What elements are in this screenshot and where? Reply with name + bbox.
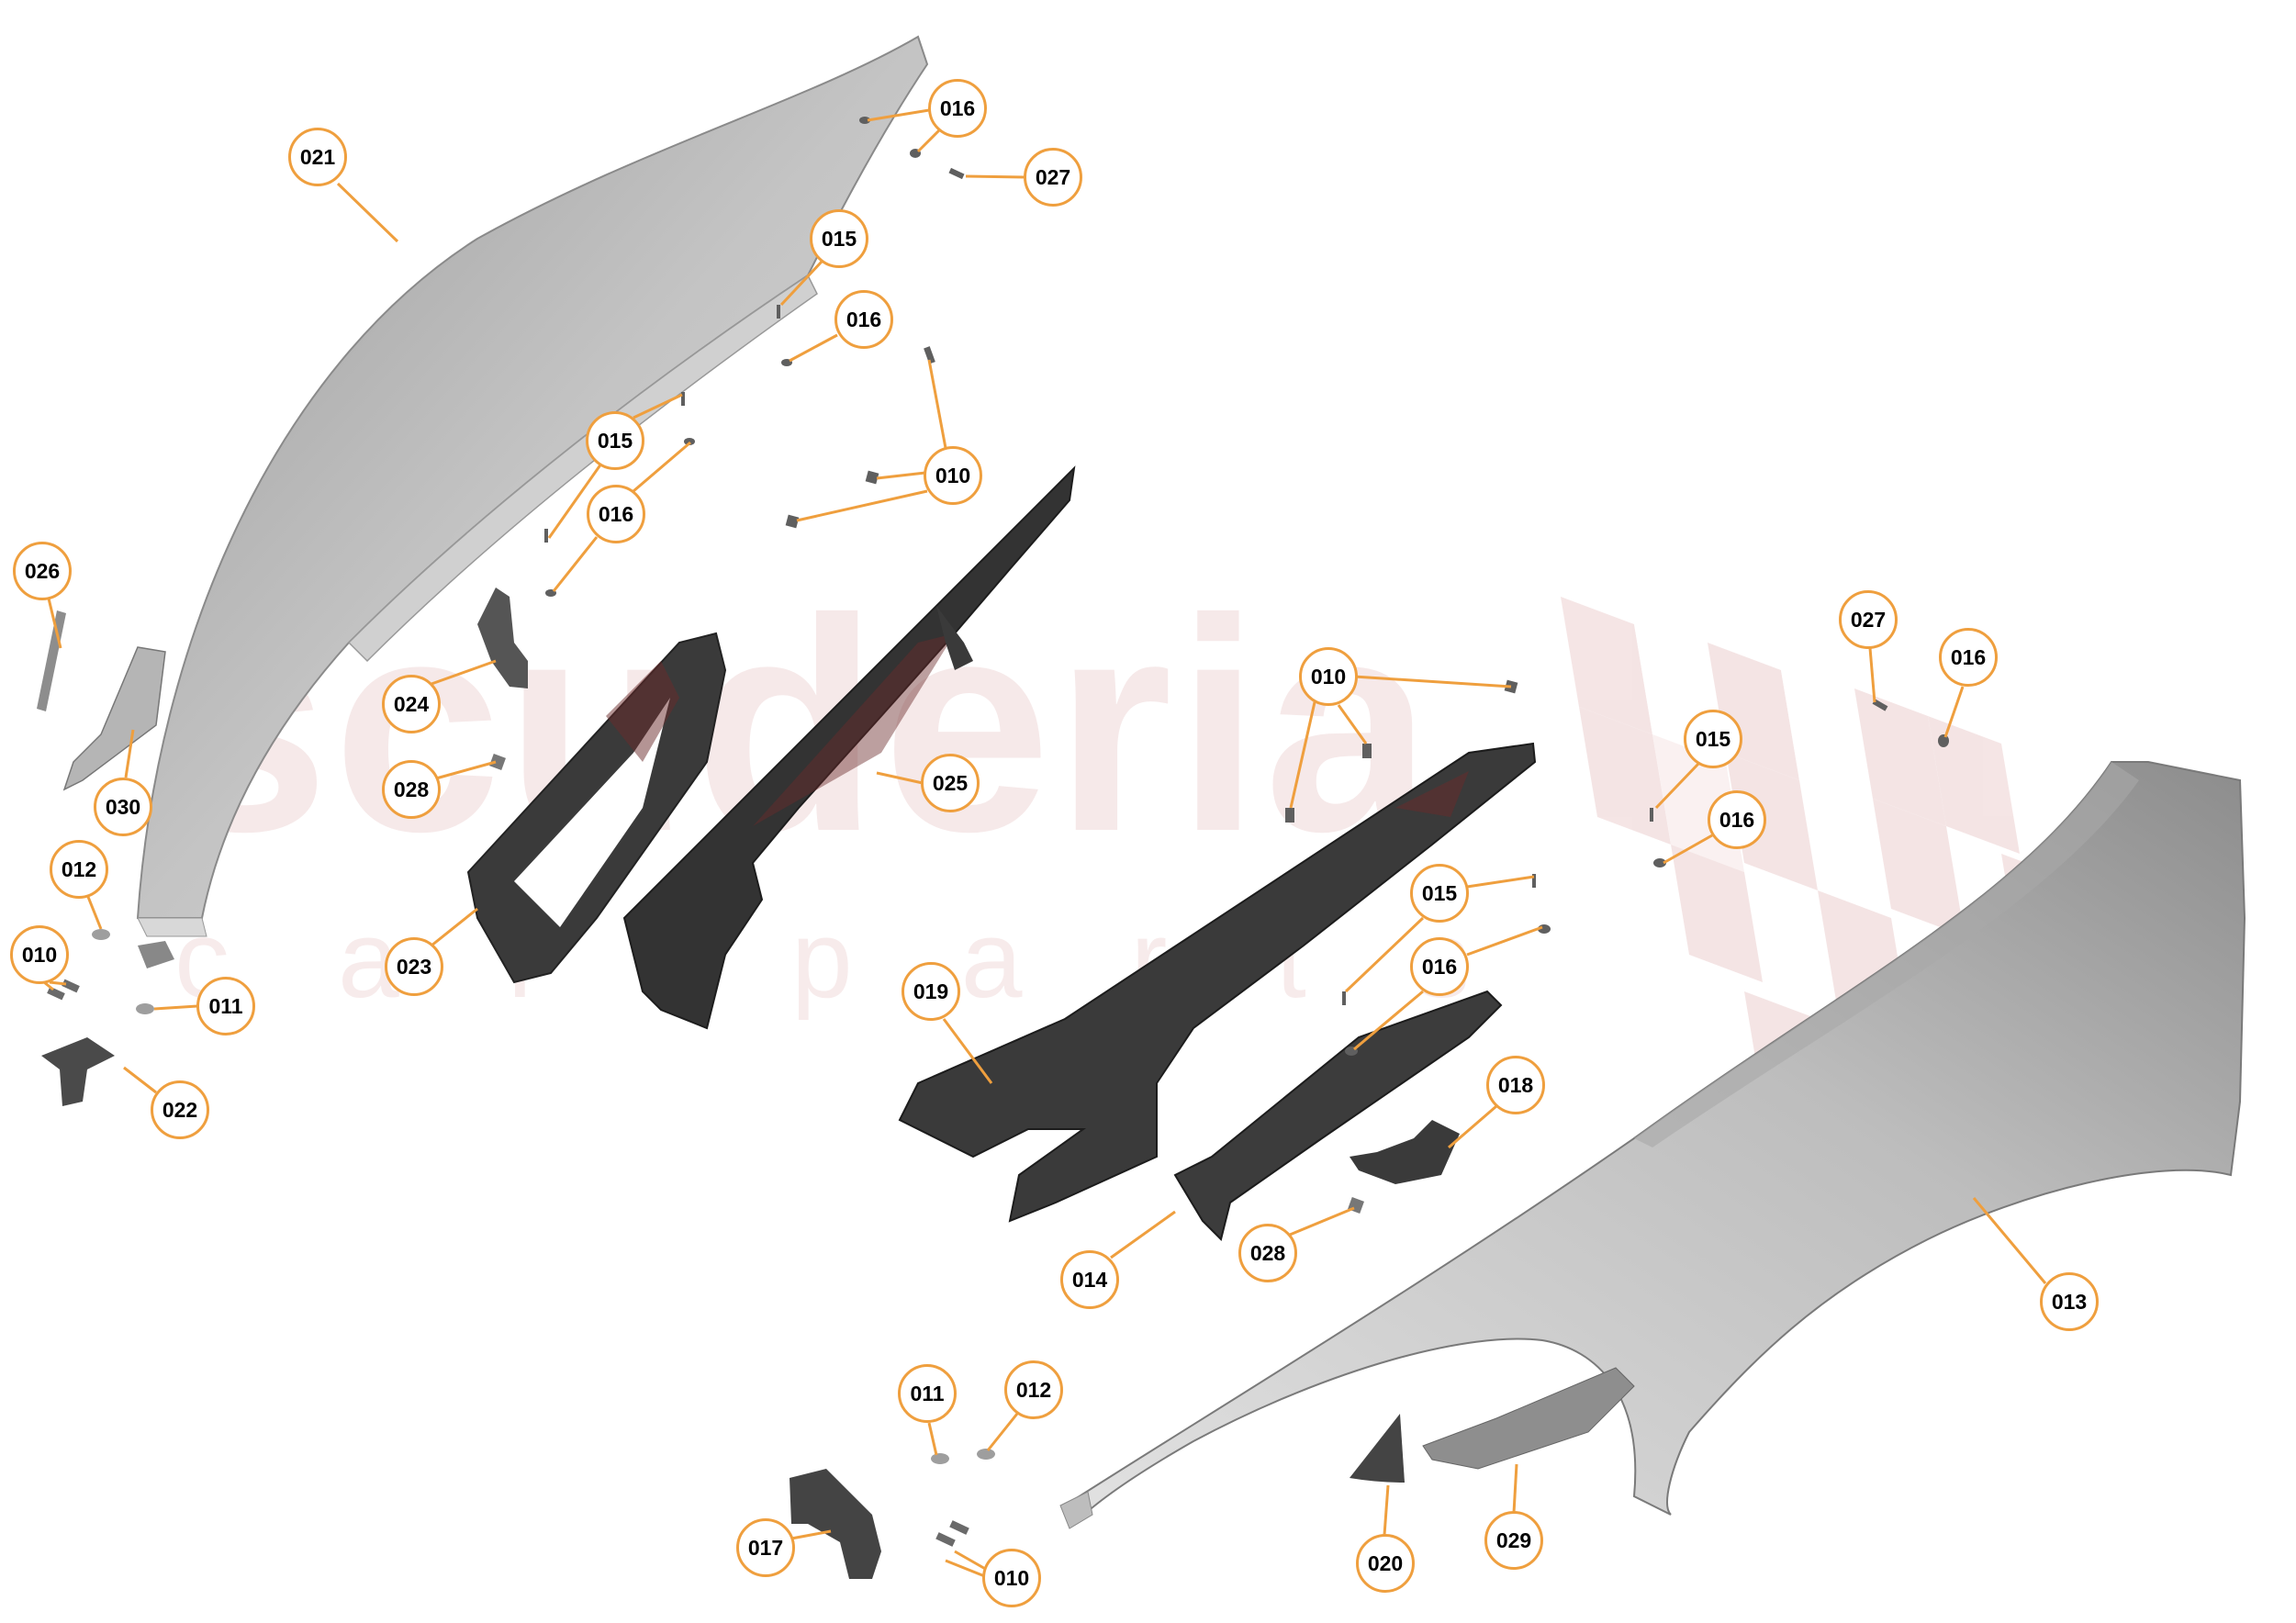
right-support-rail	[898, 742, 1537, 1223]
callout-025[interactable]: 025	[921, 754, 980, 812]
callout-020[interactable]: 020	[1356, 1534, 1415, 1593]
callout-016[interactable]: 016	[1939, 628, 1998, 687]
left-support-rail	[622, 465, 1076, 1030]
callout-011[interactable]: 011	[196, 977, 255, 1035]
callout-016[interactable]: 016	[1708, 790, 1766, 849]
callout-021[interactable]: 021	[288, 128, 347, 186]
callout-028[interactable]: 028	[1238, 1224, 1297, 1282]
callout-016[interactable]: 016	[834, 290, 893, 349]
callout-010[interactable]: 010	[10, 925, 69, 984]
callout-024[interactable]: 024	[382, 675, 441, 733]
callout-010[interactable]: 010	[1299, 647, 1358, 706]
callout-015[interactable]: 015	[1410, 864, 1469, 923]
callout-011[interactable]: 011	[898, 1364, 957, 1423]
callout-029[interactable]: 029	[1484, 1511, 1543, 1570]
callout-012[interactable]: 012	[1004, 1360, 1063, 1419]
callout-010[interactable]: 010	[924, 446, 982, 505]
callout-015[interactable]: 015	[810, 209, 868, 268]
callout-017[interactable]: 017	[736, 1518, 795, 1577]
callout-027[interactable]: 027	[1839, 590, 1898, 649]
callout-016[interactable]: 016	[928, 79, 987, 138]
callout-016[interactable]: 016	[587, 485, 645, 543]
callout-026[interactable]: 026	[13, 542, 72, 600]
callout-010[interactable]: 010	[982, 1549, 1041, 1607]
callout-012[interactable]: 012	[50, 840, 108, 899]
callout-015[interactable]: 015	[1684, 710, 1742, 768]
callout-022[interactable]: 022	[151, 1080, 209, 1139]
callout-015[interactable]: 015	[586, 411, 644, 470]
leader-lines	[43, 108, 2047, 1579]
callout-014[interactable]: 014	[1060, 1250, 1119, 1309]
callout-023[interactable]: 023	[385, 937, 443, 996]
callout-016[interactable]: 016	[1410, 937, 1469, 996]
callout-030[interactable]: 030	[94, 778, 152, 836]
right-frame-bracket	[1173, 990, 1503, 1241]
callout-018[interactable]: 018	[1486, 1056, 1545, 1114]
callout-013[interactable]: 013	[2040, 1272, 2099, 1331]
callout-019[interactable]: 019	[902, 962, 960, 1021]
callout-028[interactable]: 028	[382, 760, 441, 819]
callout-027[interactable]: 027	[1024, 148, 1082, 207]
